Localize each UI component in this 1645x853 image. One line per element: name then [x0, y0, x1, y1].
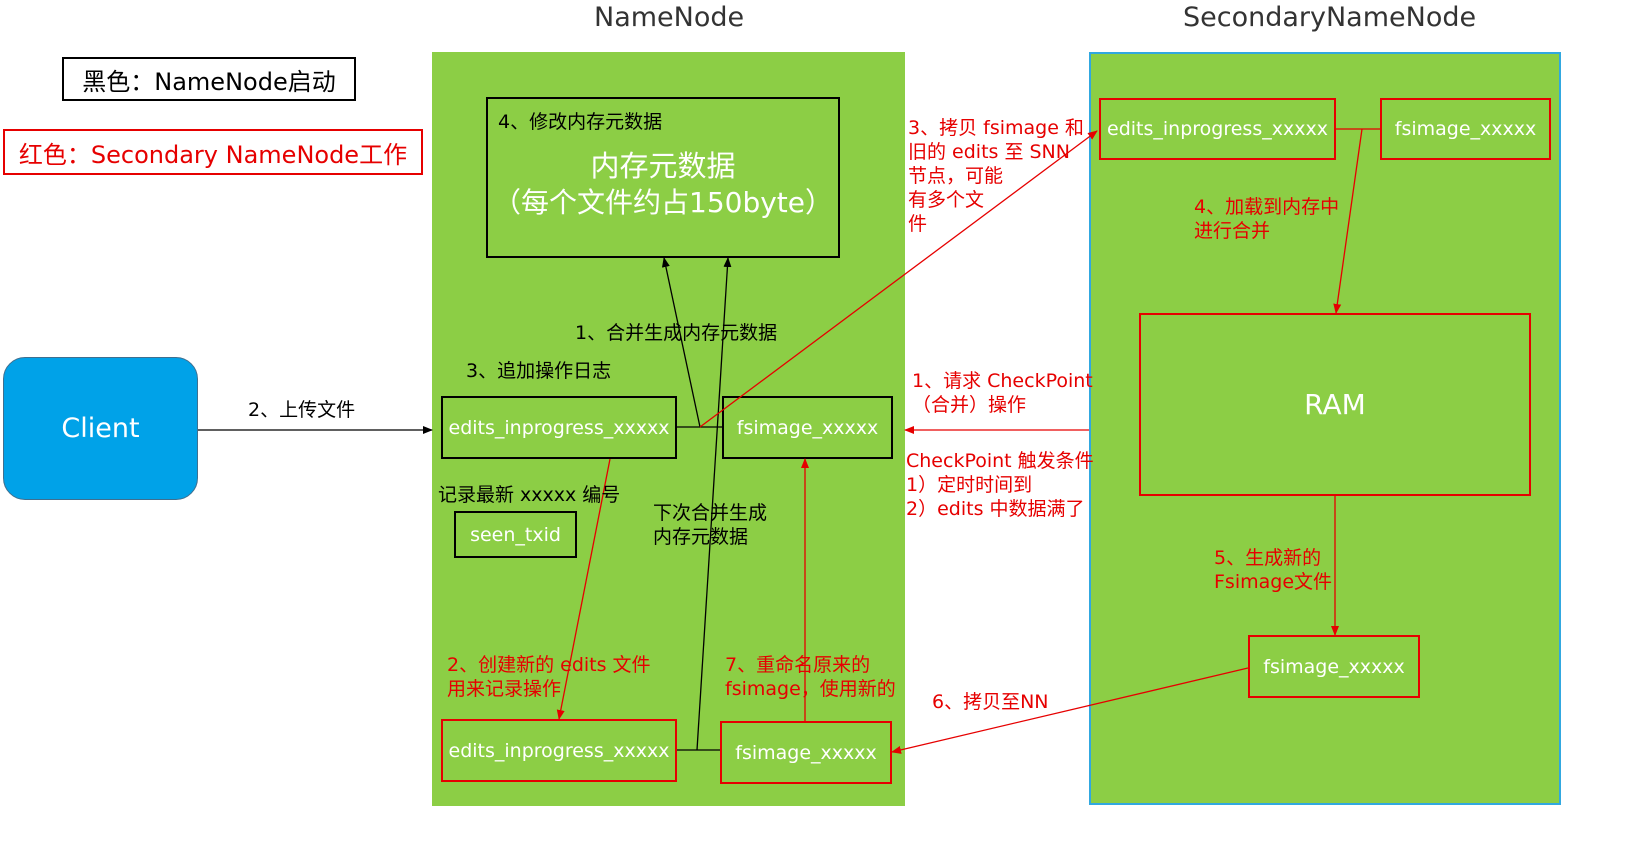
- label-record-latest: 记录最新 xxxxx 编号: [438, 484, 621, 506]
- label-checkpoint-conditions: CheckPoint 触发条件 1）定时时间到 2）edits 中数据满了: [906, 450, 1094, 520]
- memory-box-line1: 内存元数据: [590, 149, 736, 183]
- memory-box-caption: 4、修改内存元数据: [498, 111, 663, 133]
- label-request-checkpoint: 1、请求 CheckPoint （合并）操作: [912, 370, 1093, 416]
- legend-red: 红色：Secondary NameNode工作: [3, 129, 423, 175]
- client-node: Client: [3, 357, 198, 500]
- memory-metadata-box: 4、修改内存元数据 内存元数据 （每个文件约占150byte）: [486, 97, 840, 258]
- label-create-edits: 2、创建新的 edits 文件 用来记录操作: [447, 654, 651, 700]
- memory-box-line2: （每个文件约占150byte）: [493, 186, 833, 219]
- ram-box: RAM: [1139, 313, 1531, 496]
- label-load-merge: 4、加载到内存中 进行合并: [1194, 196, 1340, 242]
- label-generate-new: 5、生成新的 Fsimage文件: [1214, 547, 1333, 593]
- snn-edits-box: edits_inprogress_xxxxx: [1099, 98, 1336, 160]
- edits-inprogress-bottom: edits_inprogress_xxxxx: [441, 719, 677, 782]
- snn-fsimage-box: fsimage_xxxxx: [1380, 98, 1551, 160]
- secondary-namenode-title: SecondaryNameNode: [1183, 2, 1477, 33]
- label-rename-fsimage: 7、重命名原来的 fsimage，使用新的: [725, 654, 896, 700]
- fsimage-bottom: fsimage_xxxxx: [720, 721, 892, 784]
- label-append-log: 3、追加操作日志: [466, 360, 612, 382]
- label-merge-memory: 1、合并生成内存元数据: [575, 322, 778, 344]
- label-next-merge: 下次合并生成 内存元数据: [653, 502, 768, 548]
- edits-inprogress-top: edits_inprogress_xxxxx: [441, 396, 677, 459]
- fsimage-top: fsimage_xxxxx: [722, 396, 893, 459]
- label-copy-to-nn: 6、拷贝至NN: [932, 691, 1049, 713]
- snn-fsimage-new-box: fsimage_xxxxx: [1248, 635, 1420, 698]
- seen-txid-box: seen_txid: [454, 511, 577, 558]
- legend-black: 黑色：NameNode启动: [62, 57, 356, 101]
- namenode-title: NameNode: [594, 2, 745, 33]
- label-upload: 2、上传文件: [248, 399, 356, 421]
- label-copy-to-snn: 3、拷贝 fsimage 和 旧的 edits 至 SNN 节点，可能 有多个文…: [908, 117, 1084, 235]
